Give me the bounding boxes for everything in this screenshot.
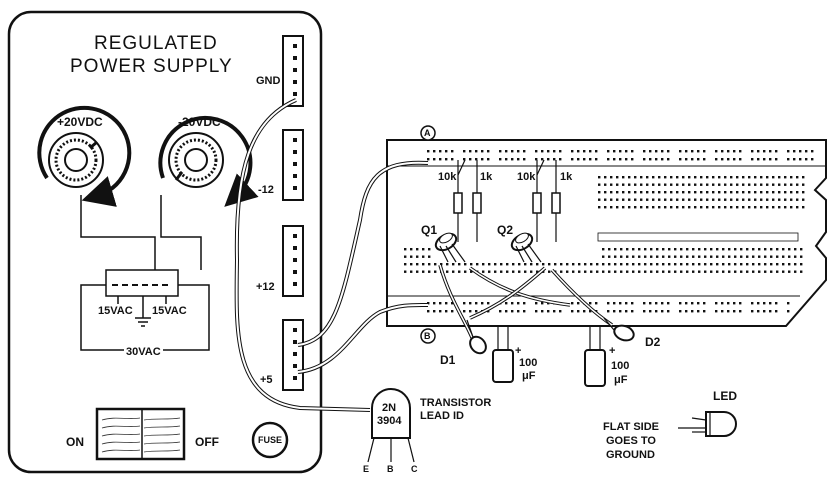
capacitor-2-value: 100 <box>611 360 630 372</box>
terminal-plus-12[interactable] <box>282 225 304 297</box>
switch-on-label: ON <box>66 435 84 449</box>
transistor-label-q2: Q2 <box>497 223 514 237</box>
knob-negative[interactable] <box>158 116 259 207</box>
led-id-caption-line2: GOES TO <box>606 435 656 447</box>
row-b-label: B <box>424 331 431 341</box>
row-a-label: A <box>424 128 431 138</box>
transistor-lead-id <box>367 388 415 463</box>
resistor-label-2: 1k <box>480 171 493 183</box>
transistor-part-line1: 2N <box>382 402 397 414</box>
power-supply-title-line1: REGULATED <box>94 33 218 54</box>
fuse-holder[interactable] <box>251 421 289 459</box>
diode-label-d1: D1 <box>440 353 456 367</box>
transistor-id-caption-line1: TRANSISTOR <box>420 397 492 409</box>
resistor-1k-q2 <box>551 160 561 242</box>
terminal-plus-5[interactable] <box>282 319 304 391</box>
resistor-label-3: 10k <box>517 171 536 183</box>
terminal-label-plus-12: +12 <box>256 281 275 293</box>
knob-positive-label: +20VDC <box>57 115 103 129</box>
resistor-label-1: 10k <box>438 171 457 183</box>
transformer-total-label: 30VAC <box>124 346 163 358</box>
breadboard <box>386 139 827 327</box>
knob-positive[interactable] <box>37 105 132 207</box>
terminal-label-plus-5: +5 <box>260 374 273 386</box>
terminal-gnd[interactable] <box>282 35 304 107</box>
transformer-left-label: 15VAC <box>98 305 133 317</box>
row-a-marker <box>420 125 436 141</box>
resistor-1k-q1 <box>472 160 482 242</box>
led-id-caption-line1: FLAT SIDE <box>603 421 660 433</box>
capacitor-2-unit: μF <box>614 374 628 386</box>
transistor-id-caption-line2: LEAD ID <box>420 410 464 422</box>
capacitor-1-value: 100 <box>519 357 538 369</box>
capacitor-2 <box>584 326 606 387</box>
transistor-pin-b: B <box>387 464 394 474</box>
capacitor-2-plus: + <box>609 345 616 357</box>
led-d2 <box>603 317 635 342</box>
transistor-pin-e: E <box>363 464 370 474</box>
capacitor-1 <box>492 326 514 383</box>
led-id-caption-line3: GROUND <box>606 449 655 461</box>
led-lead-id <box>678 411 737 437</box>
led-id-title: LED <box>713 389 737 403</box>
led-d1 <box>466 319 487 355</box>
switch-off-label: OFF <box>195 435 219 449</box>
transformer <box>80 269 210 351</box>
terminal-label-gnd: GND <box>256 75 281 87</box>
transistor-q2 <box>510 232 542 263</box>
transistor-label-q1: Q1 <box>421 223 438 237</box>
transistor-pin-c: C <box>411 464 418 474</box>
transistor-q1 <box>434 232 466 263</box>
row-b-marker <box>420 328 436 344</box>
diode-label-d2: D2 <box>645 335 661 349</box>
resistor-label-4: 1k <box>560 171 573 183</box>
capacitor-1-plus: + <box>515 345 522 357</box>
capacitor-1-unit: μF <box>522 370 536 382</box>
fuse-label: FUSE <box>258 435 283 445</box>
transformer-right-label: 15VAC <box>152 305 187 317</box>
power-switch[interactable] <box>95 407 186 461</box>
terminal-label-minus-12: -12 <box>258 184 274 196</box>
power-supply-title-line2: POWER SUPPLY <box>70 56 233 77</box>
terminal-minus-12[interactable] <box>282 129 304 201</box>
knob-negative-label: -20VDC <box>178 115 221 129</box>
transistor-part-line2: 3904 <box>377 415 402 427</box>
